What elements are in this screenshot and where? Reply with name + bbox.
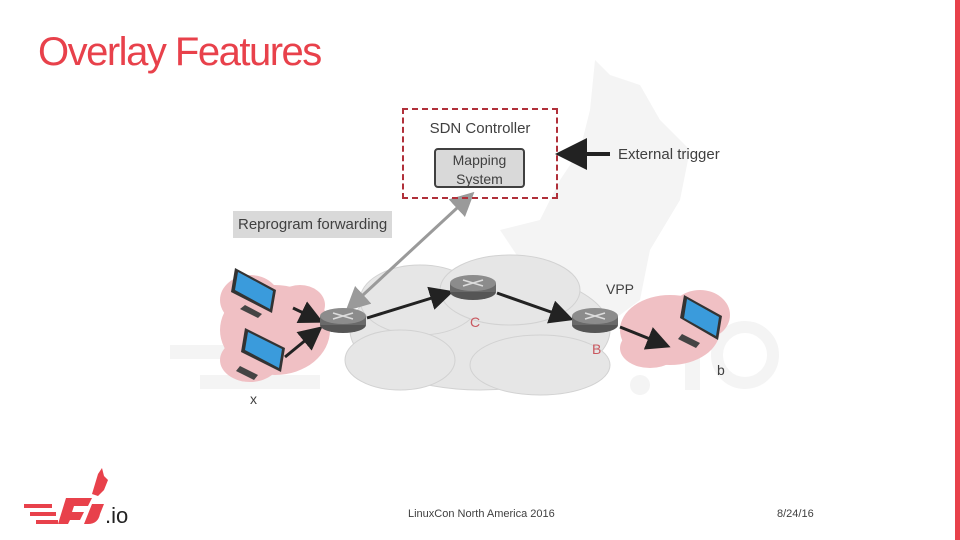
- fdio-rabbit-logo-icon: [24, 468, 108, 524]
- slide-title: Overlay Features: [38, 30, 322, 74]
- router-ingress-icon: [320, 308, 366, 333]
- reprogram-forwarding-label: Reprogram forwarding: [233, 211, 393, 238]
- router-b-icon: [572, 308, 618, 333]
- sdn-controller-label: SDN Controller: [429, 120, 531, 137]
- link-b-host: [619, 325, 671, 350]
- vpp-label: VPP: [606, 281, 635, 297]
- host-x2-icon: [236, 328, 285, 380]
- link-c-router-b: [496, 291, 574, 324]
- accent-bar: [955, 0, 960, 540]
- logo-text: .io: [105, 503, 129, 528]
- host-x-label: x: [250, 391, 257, 407]
- mapping-system-line2: System: [456, 171, 503, 187]
- mapping-system-box: Mapping System: [434, 148, 525, 188]
- footer-event: LinuxCon North America 2016: [408, 508, 555, 520]
- router-c-label: C: [470, 314, 481, 330]
- link-x-router: [292, 301, 324, 324]
- router-b-label: B: [592, 341, 602, 357]
- host-b-icon: [678, 295, 722, 348]
- control-link: [345, 191, 475, 312]
- host-b-label: b: [717, 362, 725, 378]
- footer-date: 8/24/16: [777, 508, 814, 520]
- external-trigger-label: External trigger: [618, 146, 720, 163]
- link-x2-router: [284, 326, 323, 359]
- sdn-controller-box: [402, 108, 558, 199]
- host-x1-icon: [231, 268, 276, 318]
- router-c-icon: [450, 275, 496, 300]
- mapping-system-line1: Mapping: [452, 152, 507, 168]
